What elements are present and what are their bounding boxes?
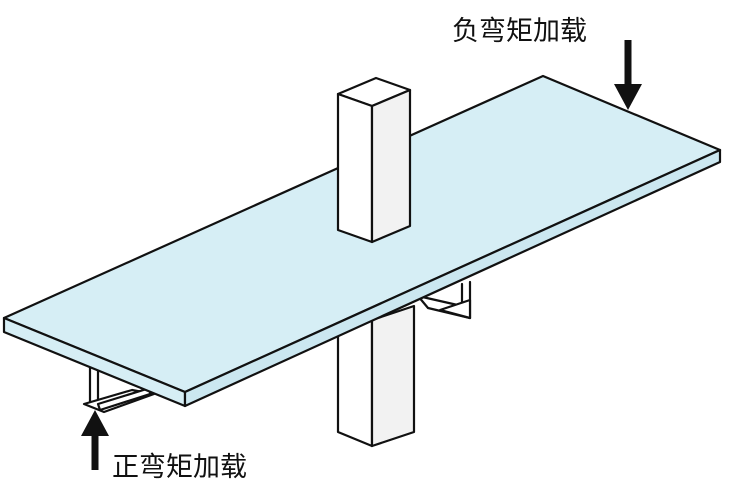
positive-moment-loading-label: 正弯矩加载 (112, 452, 247, 483)
negative-moment-loading-label: 负弯矩加载 (452, 16, 587, 47)
upper-column (336, 76, 412, 244)
right-angle-support (416, 280, 472, 320)
negative-moment-arrow (614, 40, 642, 110)
positive-moment-arrow (81, 410, 109, 470)
lower-column (336, 304, 416, 448)
